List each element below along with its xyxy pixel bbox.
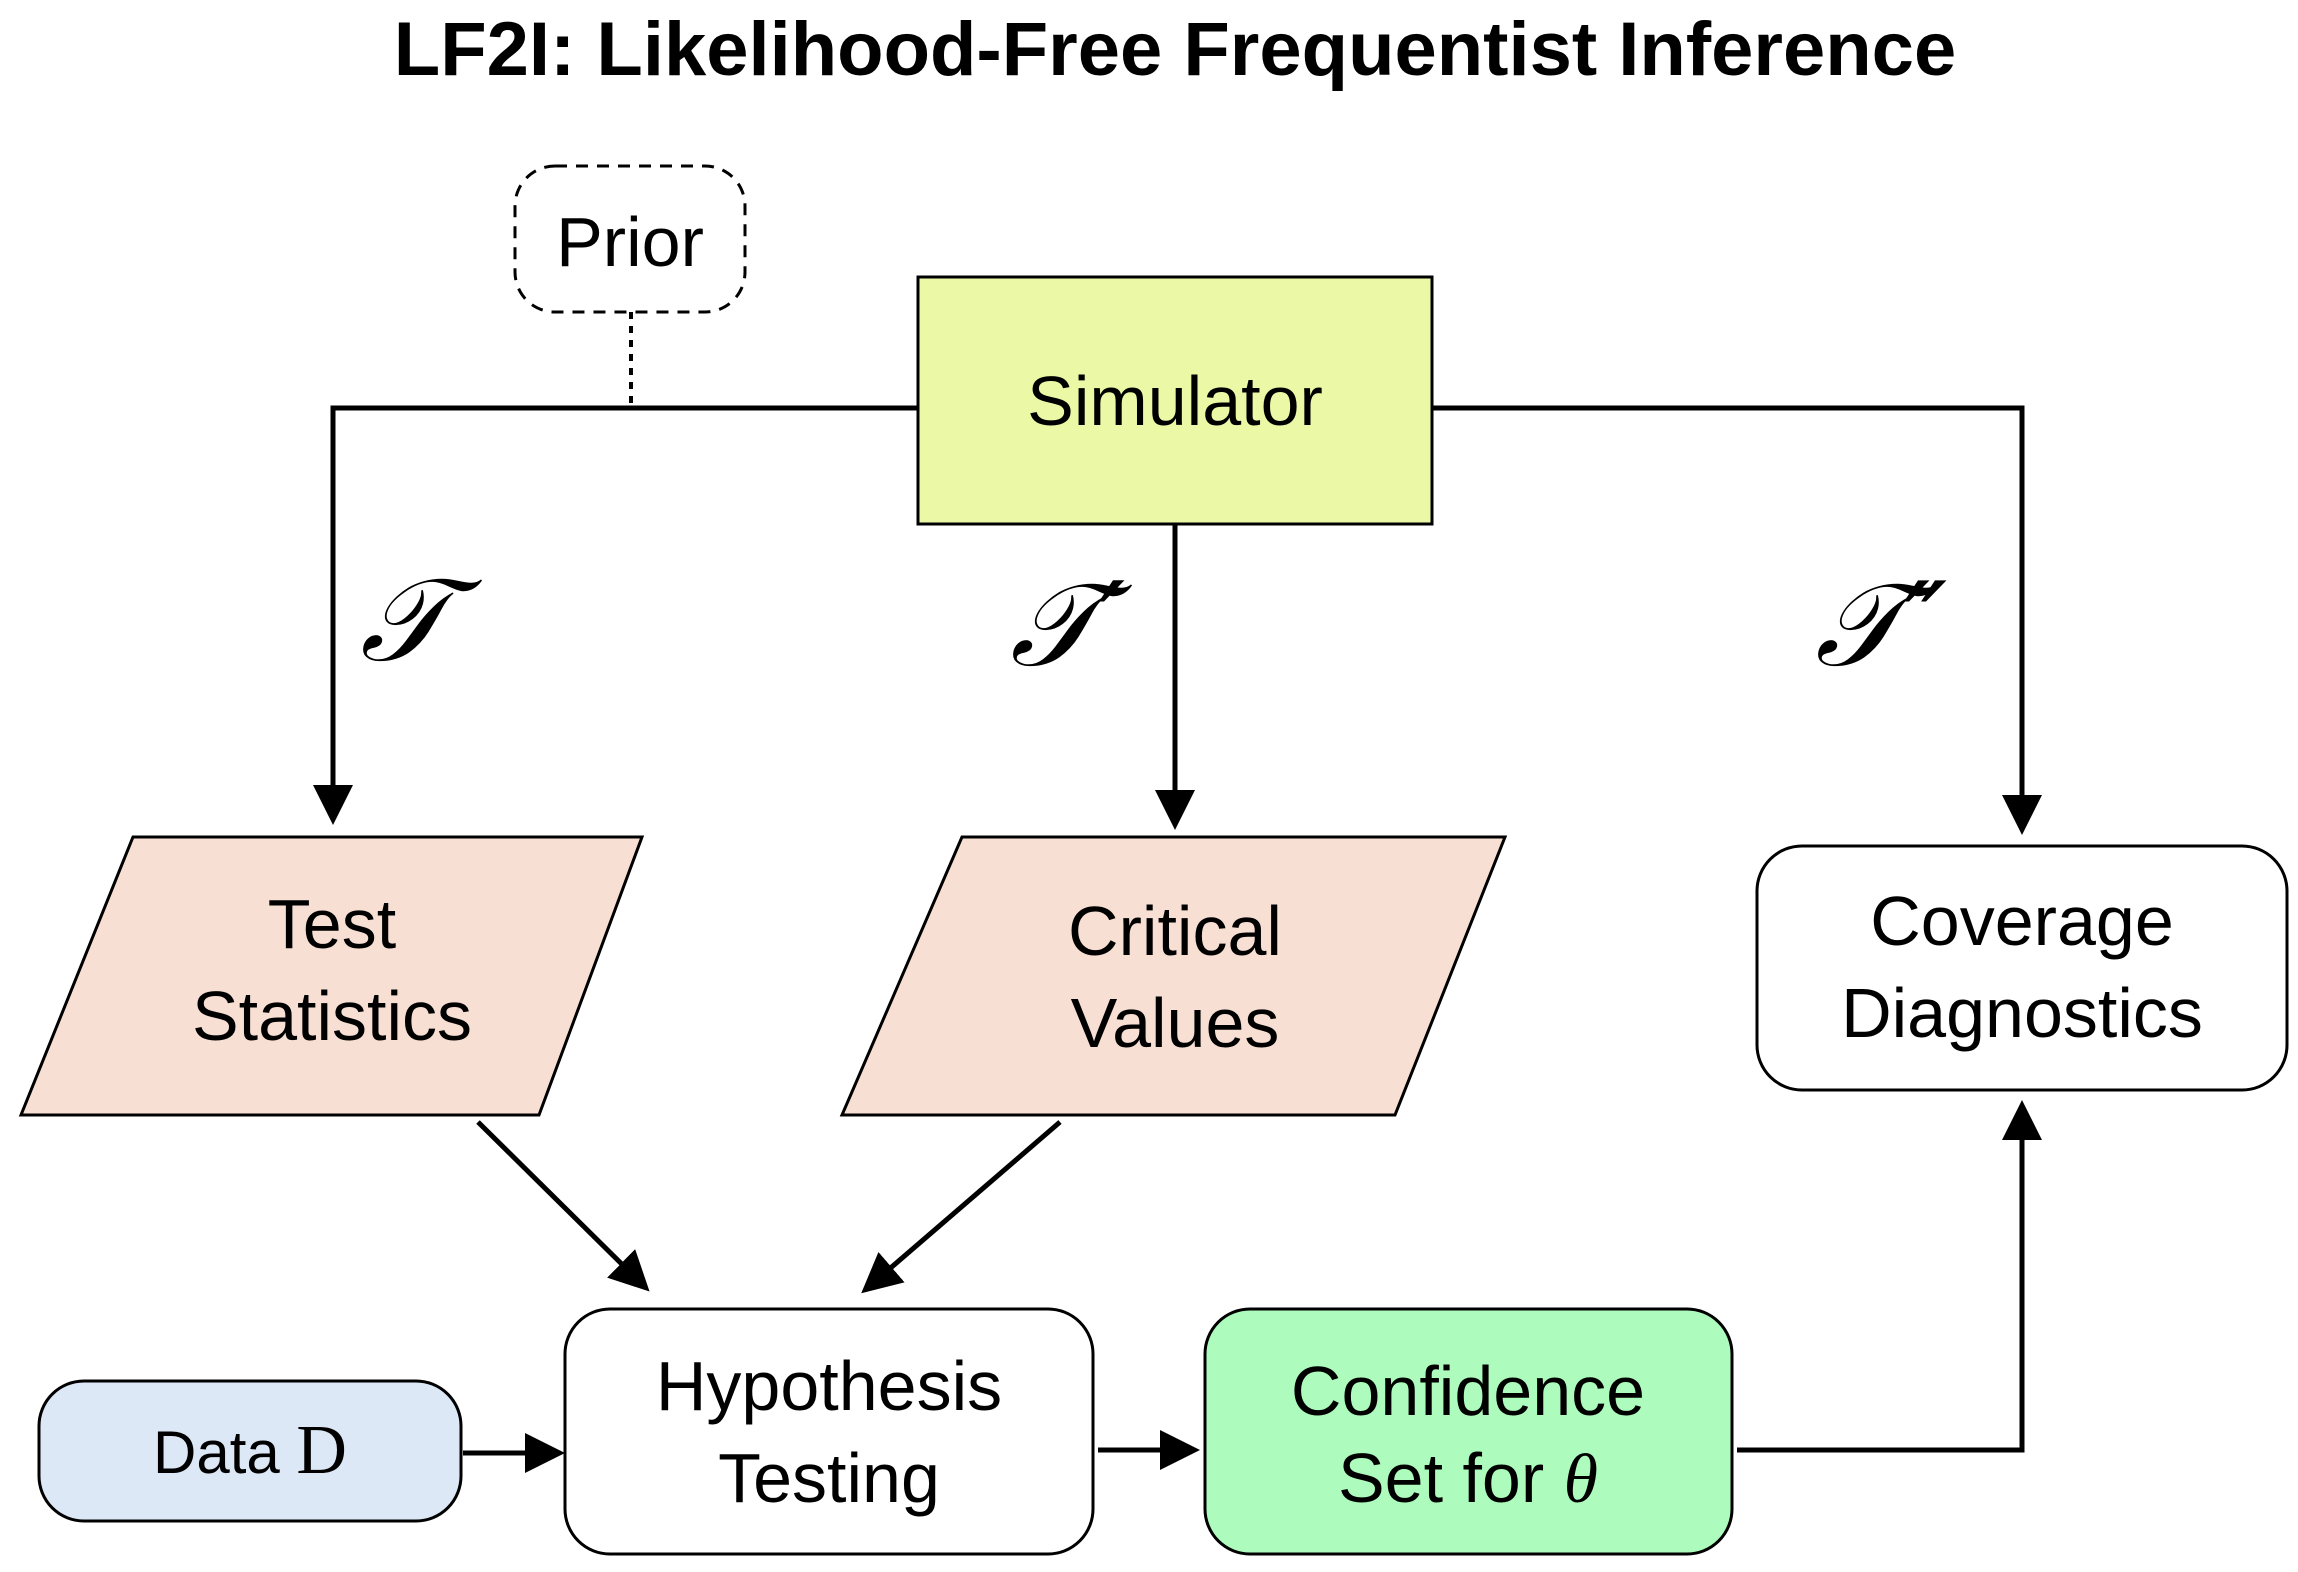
edge-critical-values-to-hypothesis-testing: [861, 1120, 1062, 1294]
critical-values-label-line2: Values: [1071, 984, 1280, 1062]
confidence-set-label-line2: Set for θ: [1338, 1439, 1598, 1518]
data-node: Data D: [37, 1379, 463, 1523]
test-statistics-label-line2: Statistics: [192, 977, 472, 1055]
edge-label-train-set-prime: 𝒯′: [1010, 558, 1133, 693]
simulator-label: Simulator: [1027, 362, 1323, 440]
edge-label-train-set: 𝒯: [360, 553, 483, 688]
coverage-diagnostics-node-shape: [1755, 844, 2289, 1092]
diagram-title: LF2I: Likelihood-Free Frequentist Infere…: [394, 7, 1956, 92]
confidence-set-label-line1: Confidence: [1291, 1352, 1645, 1430]
coverage-diagnostics-label-line1: Coverage: [1870, 882, 2174, 960]
hypothesis-testing-label-line1: Hypothesis: [656, 1347, 1002, 1425]
prior-node: Prior: [513, 164, 747, 314]
prior-label: Prior: [556, 203, 704, 281]
data-label: Data D: [153, 1412, 347, 1489]
confidence-set-label-words: Set for: [1338, 1439, 1544, 1517]
data-label-gap: [280, 1419, 297, 1486]
edge-simulator-to-test-statistics: [313, 405, 918, 825]
hypothesis-testing-label-line2: Testing: [718, 1439, 940, 1517]
critical-values-node: Critical Values: [839, 835, 1508, 1117]
test-statistics-label-line1: Test: [268, 885, 396, 963]
critical-values-label-line1: Critical: [1068, 892, 1282, 970]
confidence-set-node: Confidence Set for θ: [1203, 1307, 1734, 1556]
test-statistics-node-shape: [18, 835, 645, 1117]
data-label-word: Data: [153, 1419, 280, 1486]
data-symbol: D: [296, 1412, 347, 1489]
simulator-node: Simulator: [916, 275, 1434, 526]
edge-confidence-set-to-coverage-diagnostics: [1737, 1100, 2042, 1453]
data-node-shape: [37, 1379, 463, 1523]
prior-node-shape: [513, 164, 747, 314]
hypothesis-testing-node-shape: [563, 1307, 1095, 1556]
confidence-set-label-gap: [1544, 1439, 1563, 1517]
edge-simulator-to-coverage-diagnostics: [1432, 405, 2042, 835]
critical-values-node-shape: [839, 835, 1508, 1117]
edge-label-train-set-double-prime: 𝒯″: [1815, 558, 1947, 693]
theta-symbol: θ: [1564, 1441, 1598, 1518]
edge-test-statistics-to-hypothesis-testing: [476, 1120, 650, 1292]
confidence-set-node-shape: [1203, 1307, 1734, 1556]
test-statistics-node: Test Statistics: [18, 835, 645, 1117]
simulator-node-shape: [916, 275, 1434, 526]
coverage-diagnostics-label-line2: Diagnostics: [1841, 974, 2203, 1052]
hypothesis-testing-node: Hypothesis Testing: [563, 1307, 1095, 1556]
coverage-diagnostics-node: Coverage Diagnostics: [1755, 844, 2289, 1092]
